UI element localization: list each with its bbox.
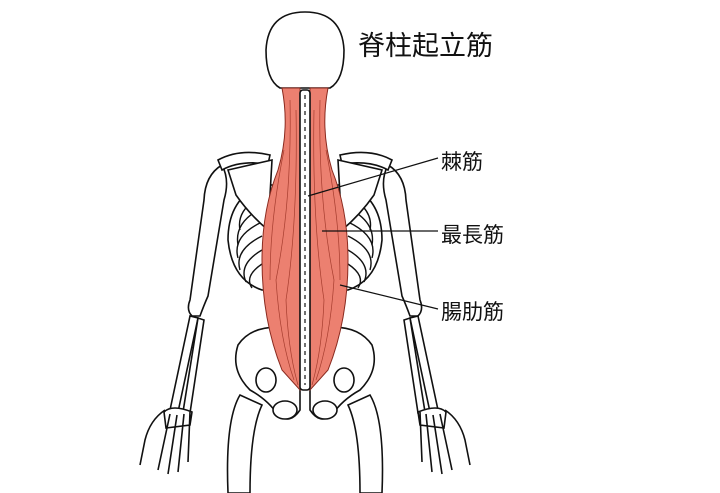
left-femur [226, 393, 264, 493]
iliocostalis-leader-line [339, 284, 439, 310]
label-longissimus: 最長筋 [441, 223, 504, 247]
left-arm [139, 163, 228, 475]
erector-spinae-muscles [261, 87, 349, 392]
pelvis [234, 326, 376, 420]
right-femur [346, 393, 384, 493]
diagram-title: 脊柱起立筋 [358, 31, 493, 62]
skull [265, 11, 345, 89]
spine [299, 89, 311, 391]
label-iliocostalis: 腸肋筋 [441, 300, 504, 324]
label-spinalis: 棘筋 [441, 150, 483, 174]
spinalis-leader-line [307, 157, 439, 197]
right-arm [382, 163, 471, 475]
